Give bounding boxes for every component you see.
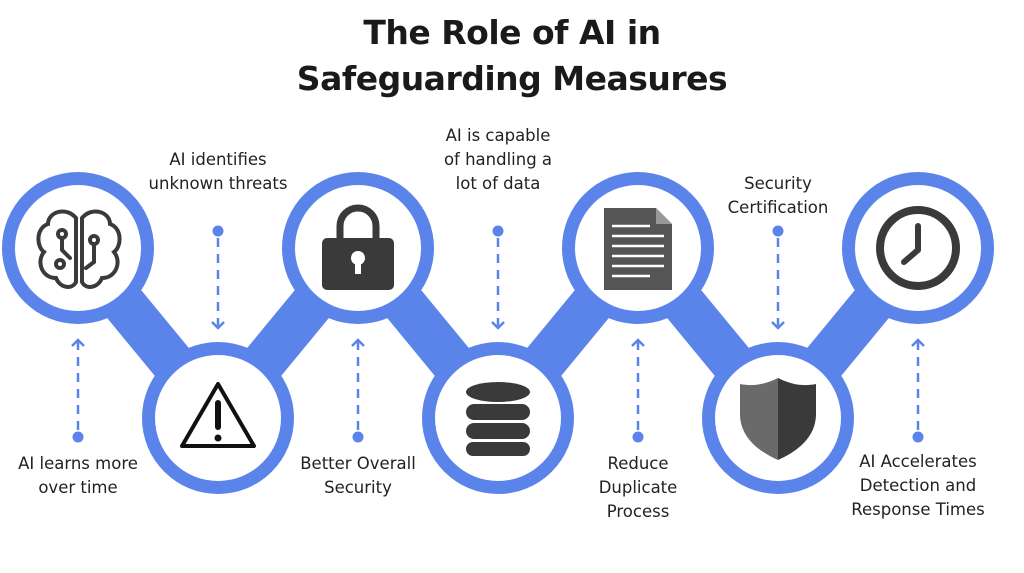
page-title: The Role of AI in Safeguarding Measures <box>0 10 1024 102</box>
title-line-1: The Role of AI in <box>363 13 661 52</box>
step-label-5: Reduce Duplicate Process <box>598 454 678 521</box>
warning-triangle-icon <box>180 382 256 448</box>
pointer-dots <box>72 225 924 443</box>
database-icon <box>466 382 530 456</box>
step-label-1: AI learns more over time <box>18 454 138 497</box>
step-label-6: Security Certification <box>727 174 829 217</box>
title-line-2: Safeguarding Measures <box>296 59 728 98</box>
step-label-4: AI is capable of handling a lot of data <box>443 126 553 193</box>
document-icon <box>604 208 672 290</box>
step-label-3: Better Overall Security <box>300 454 416 497</box>
padlock-icon <box>322 204 394 290</box>
step-label-2: AI identifies unknown threats <box>148 150 288 193</box>
step-label-7: AI Accelerates Detection and Response Ti… <box>851 452 985 519</box>
brain-circuit-icon <box>36 209 122 289</box>
clock-icon <box>876 206 960 290</box>
shield-icon <box>740 378 816 460</box>
pointer-arrowheads <box>71 321 925 347</box>
